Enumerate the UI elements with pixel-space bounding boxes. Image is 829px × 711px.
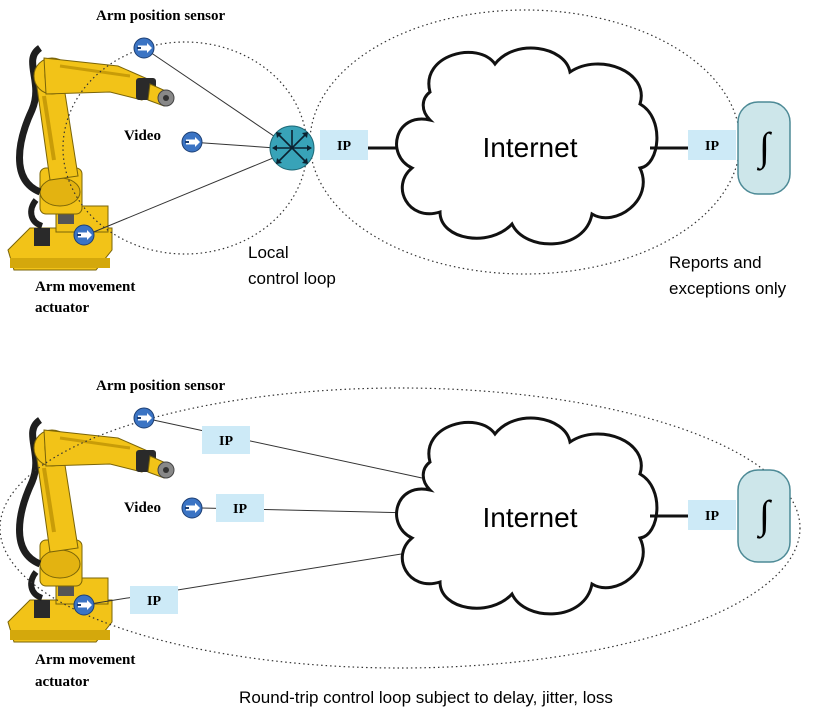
- actuator-link: [83, 150, 291, 237]
- svg-text:∫: ∫: [757, 492, 773, 539]
- svg-text:∫: ∫: [757, 124, 773, 171]
- arm-position-sensor-label: Arm position sensor: [96, 378, 226, 394]
- arm-movement-label: Arm movement: [35, 279, 135, 295]
- reports-label-2: exceptions only: [669, 279, 787, 298]
- ip-box-sensor: [202, 426, 250, 454]
- actuator-label: actuator: [35, 674, 89, 690]
- ip-video-label: IP: [233, 502, 247, 517]
- ip-box-left: [320, 130, 368, 160]
- sensor-link: [143, 417, 423, 479]
- bottom-diagram: IP IP IP Internet IP ∫ Arm position sens…: [0, 378, 801, 707]
- ip-sensor-label: IP: [219, 434, 233, 449]
- ip-box-video: [216, 494, 264, 522]
- reports-label-1: Reports and: [669, 253, 762, 272]
- cloud-icon: [395, 46, 659, 246]
- cloud-icon: [395, 416, 659, 616]
- ip-right-label: IP: [705, 139, 719, 154]
- sensor-node-icon: [133, 407, 155, 429]
- video-label: Video: [124, 500, 161, 516]
- arm-movement-label: Arm movement: [35, 652, 135, 668]
- internet-label: Internet: [483, 502, 578, 533]
- local-loop-label-2: control loop: [248, 269, 336, 288]
- round-trip-ellipse: [0, 387, 801, 669]
- internet-label: Internet: [483, 132, 578, 163]
- sensor-node-icon: [133, 37, 155, 59]
- ip-left-label: IP: [337, 139, 351, 154]
- ip-box-right: [688, 130, 736, 160]
- video-node-icon: [181, 131, 203, 153]
- round-trip-caption: Round-trip control loop subject to delay…: [239, 688, 613, 707]
- ip-right-label: IP: [705, 509, 719, 524]
- sensor-link: [143, 47, 291, 148]
- ip-box-right: [688, 500, 736, 530]
- top-diagram: IP Internet IP ∫ Arm position sensor Vid…: [8, 8, 791, 316]
- arm-position-sensor-label: Arm position sensor: [96, 8, 226, 24]
- local-loop-label-1: Local: [248, 243, 289, 262]
- actuator-label: actuator: [35, 300, 89, 316]
- video-label: Video: [124, 128, 161, 144]
- integral-controller-icon: ∫: [737, 101, 791, 195]
- ip-actuator-label: IP: [147, 594, 161, 609]
- actuator-node-icon: [73, 594, 95, 616]
- ip-box-actuator: [130, 586, 178, 614]
- router-icon: [269, 125, 315, 171]
- video-node-icon: [181, 497, 203, 519]
- actuator-node-icon: [73, 224, 95, 246]
- integral-controller-icon: ∫: [737, 469, 791, 563]
